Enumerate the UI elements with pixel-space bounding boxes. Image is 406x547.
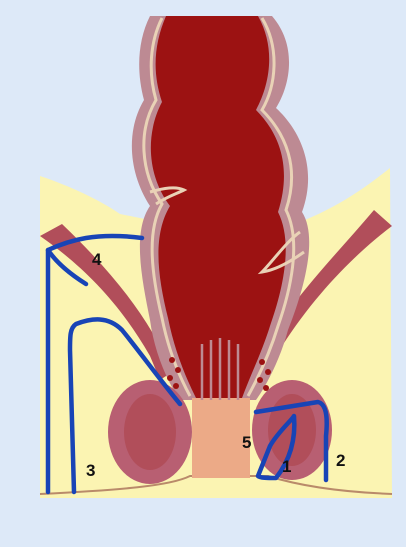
label-2: 2 xyxy=(336,451,345,470)
label-5: 5 xyxy=(242,433,251,452)
label-4: 4 xyxy=(92,250,102,269)
label-3: 3 xyxy=(86,461,95,480)
sphincter-fibres-left xyxy=(124,394,176,470)
label-1: 1 xyxy=(282,457,291,476)
